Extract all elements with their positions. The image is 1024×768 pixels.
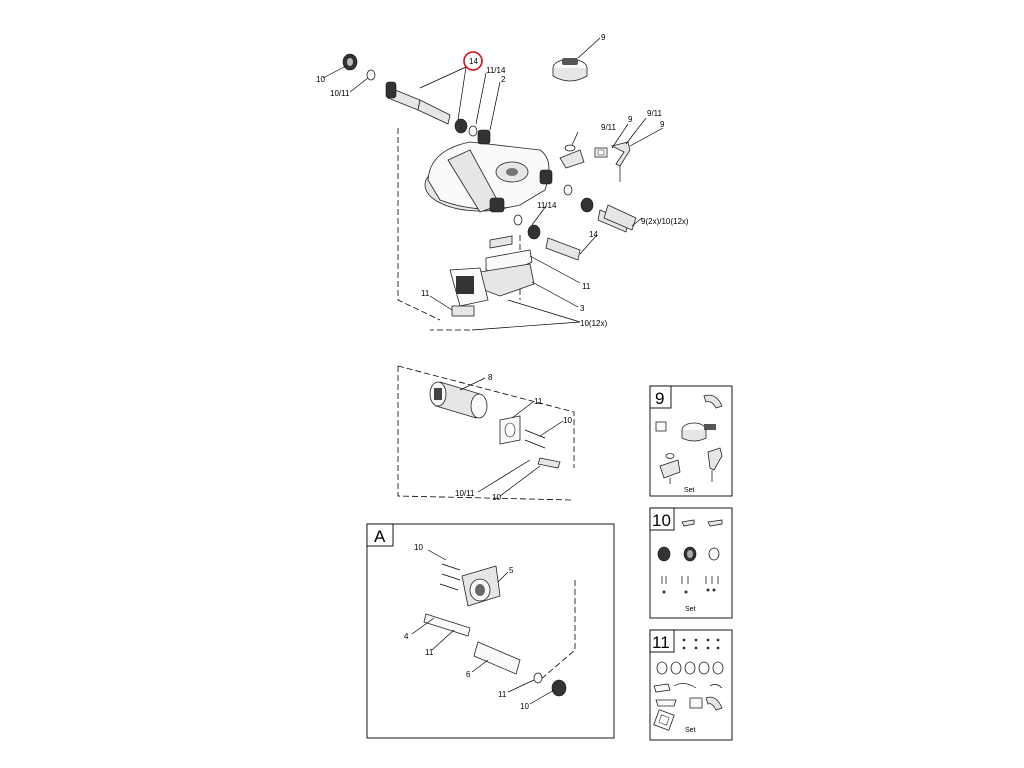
callout-10: 10 <box>492 493 501 502</box>
set-11-number: 11 <box>652 633 670 652</box>
set-10-number-box <box>649 507 675 531</box>
nut-part <box>342 53 358 71</box>
nut-part <box>551 679 567 697</box>
pump-head-part <box>461 565 501 607</box>
pump-assembly <box>397 365 575 501</box>
callout-11-14: 11/14 <box>537 201 557 210</box>
hose-connector-part <box>545 237 581 261</box>
nut-part <box>580 197 594 213</box>
callout-11: 11 <box>498 690 507 699</box>
callout-11: 11 <box>582 282 591 291</box>
set-11-box <box>649 629 733 741</box>
callout-10-11: 10/11 <box>455 489 475 498</box>
o-ring-part <box>563 184 573 196</box>
callout-9-10-12: 9(2x)/10(12x) <box>641 217 689 226</box>
section-a-label: A <box>374 527 386 546</box>
callout-9: 9 <box>601 33 606 42</box>
callout-4: 4 <box>404 632 409 641</box>
hose-connector-part <box>385 81 451 125</box>
callout-11: 11 <box>534 397 543 406</box>
screw-parts <box>439 563 461 591</box>
shaft-part <box>423 613 471 637</box>
set-10-number: 10 <box>652 511 671 530</box>
callout-6: 6 <box>466 670 471 679</box>
o-ring-part <box>366 69 376 81</box>
screw-set <box>661 576 719 594</box>
set-9-label: Set <box>684 487 695 494</box>
callout-8: 8 <box>488 373 493 382</box>
callout-11: 11 <box>425 648 434 657</box>
callout-10: 10 <box>414 543 423 552</box>
callout-14-highlighted: 14 <box>469 57 478 66</box>
callout-10: 10 <box>520 702 529 711</box>
callout-9: 9 <box>628 115 633 124</box>
set-10-box <box>649 507 733 619</box>
callout-10-11: 10/11 <box>330 89 350 98</box>
callout-14: 14 <box>589 230 598 239</box>
motor-part <box>429 381 488 419</box>
knob-part <box>552 58 588 82</box>
section-a <box>366 523 615 739</box>
pump-bracket-part <box>499 415 561 469</box>
seal-set <box>653 638 724 731</box>
callout-5: 5 <box>509 566 514 575</box>
set-11-label: Set <box>685 727 696 734</box>
nut-part <box>454 118 468 134</box>
callout-labels: 10 10/11 14 11/14 2 9 9/11 9 9/11 9 11/1… <box>316 33 689 711</box>
callout-11-14: 11/14 <box>486 66 506 75</box>
o-ring-part <box>468 125 478 137</box>
set-9-number-box <box>649 385 672 409</box>
section-a-title-box <box>366 523 394 547</box>
callout-11: 11 <box>421 289 430 298</box>
callout-10: 10 <box>563 416 572 425</box>
set-10-label: Set <box>685 606 696 613</box>
callout-10: 10 <box>316 75 325 84</box>
set-9-number: 9 <box>655 389 664 408</box>
callout-9-11: 9/11 <box>601 123 617 132</box>
callout-3: 3 <box>580 304 585 313</box>
o-ring-part <box>513 214 523 226</box>
callout-9: 9 <box>660 120 665 129</box>
tube-part <box>473 641 521 675</box>
section-a-frame <box>366 523 615 739</box>
clip-parts <box>559 141 631 182</box>
o-ring-part <box>533 672 543 684</box>
callout-9-11: 9/11 <box>647 109 663 118</box>
valve-insert-parts <box>449 235 535 317</box>
top-assembly <box>322 37 664 331</box>
set-11-number-box <box>649 629 675 653</box>
filter-housing-part <box>424 129 553 213</box>
highlight-circle <box>463 51 483 71</box>
callout-10-12x: 10(12x) <box>580 319 607 328</box>
set-9-box <box>649 385 733 497</box>
callout-2: 2 <box>501 75 506 84</box>
nut-part <box>527 224 541 240</box>
